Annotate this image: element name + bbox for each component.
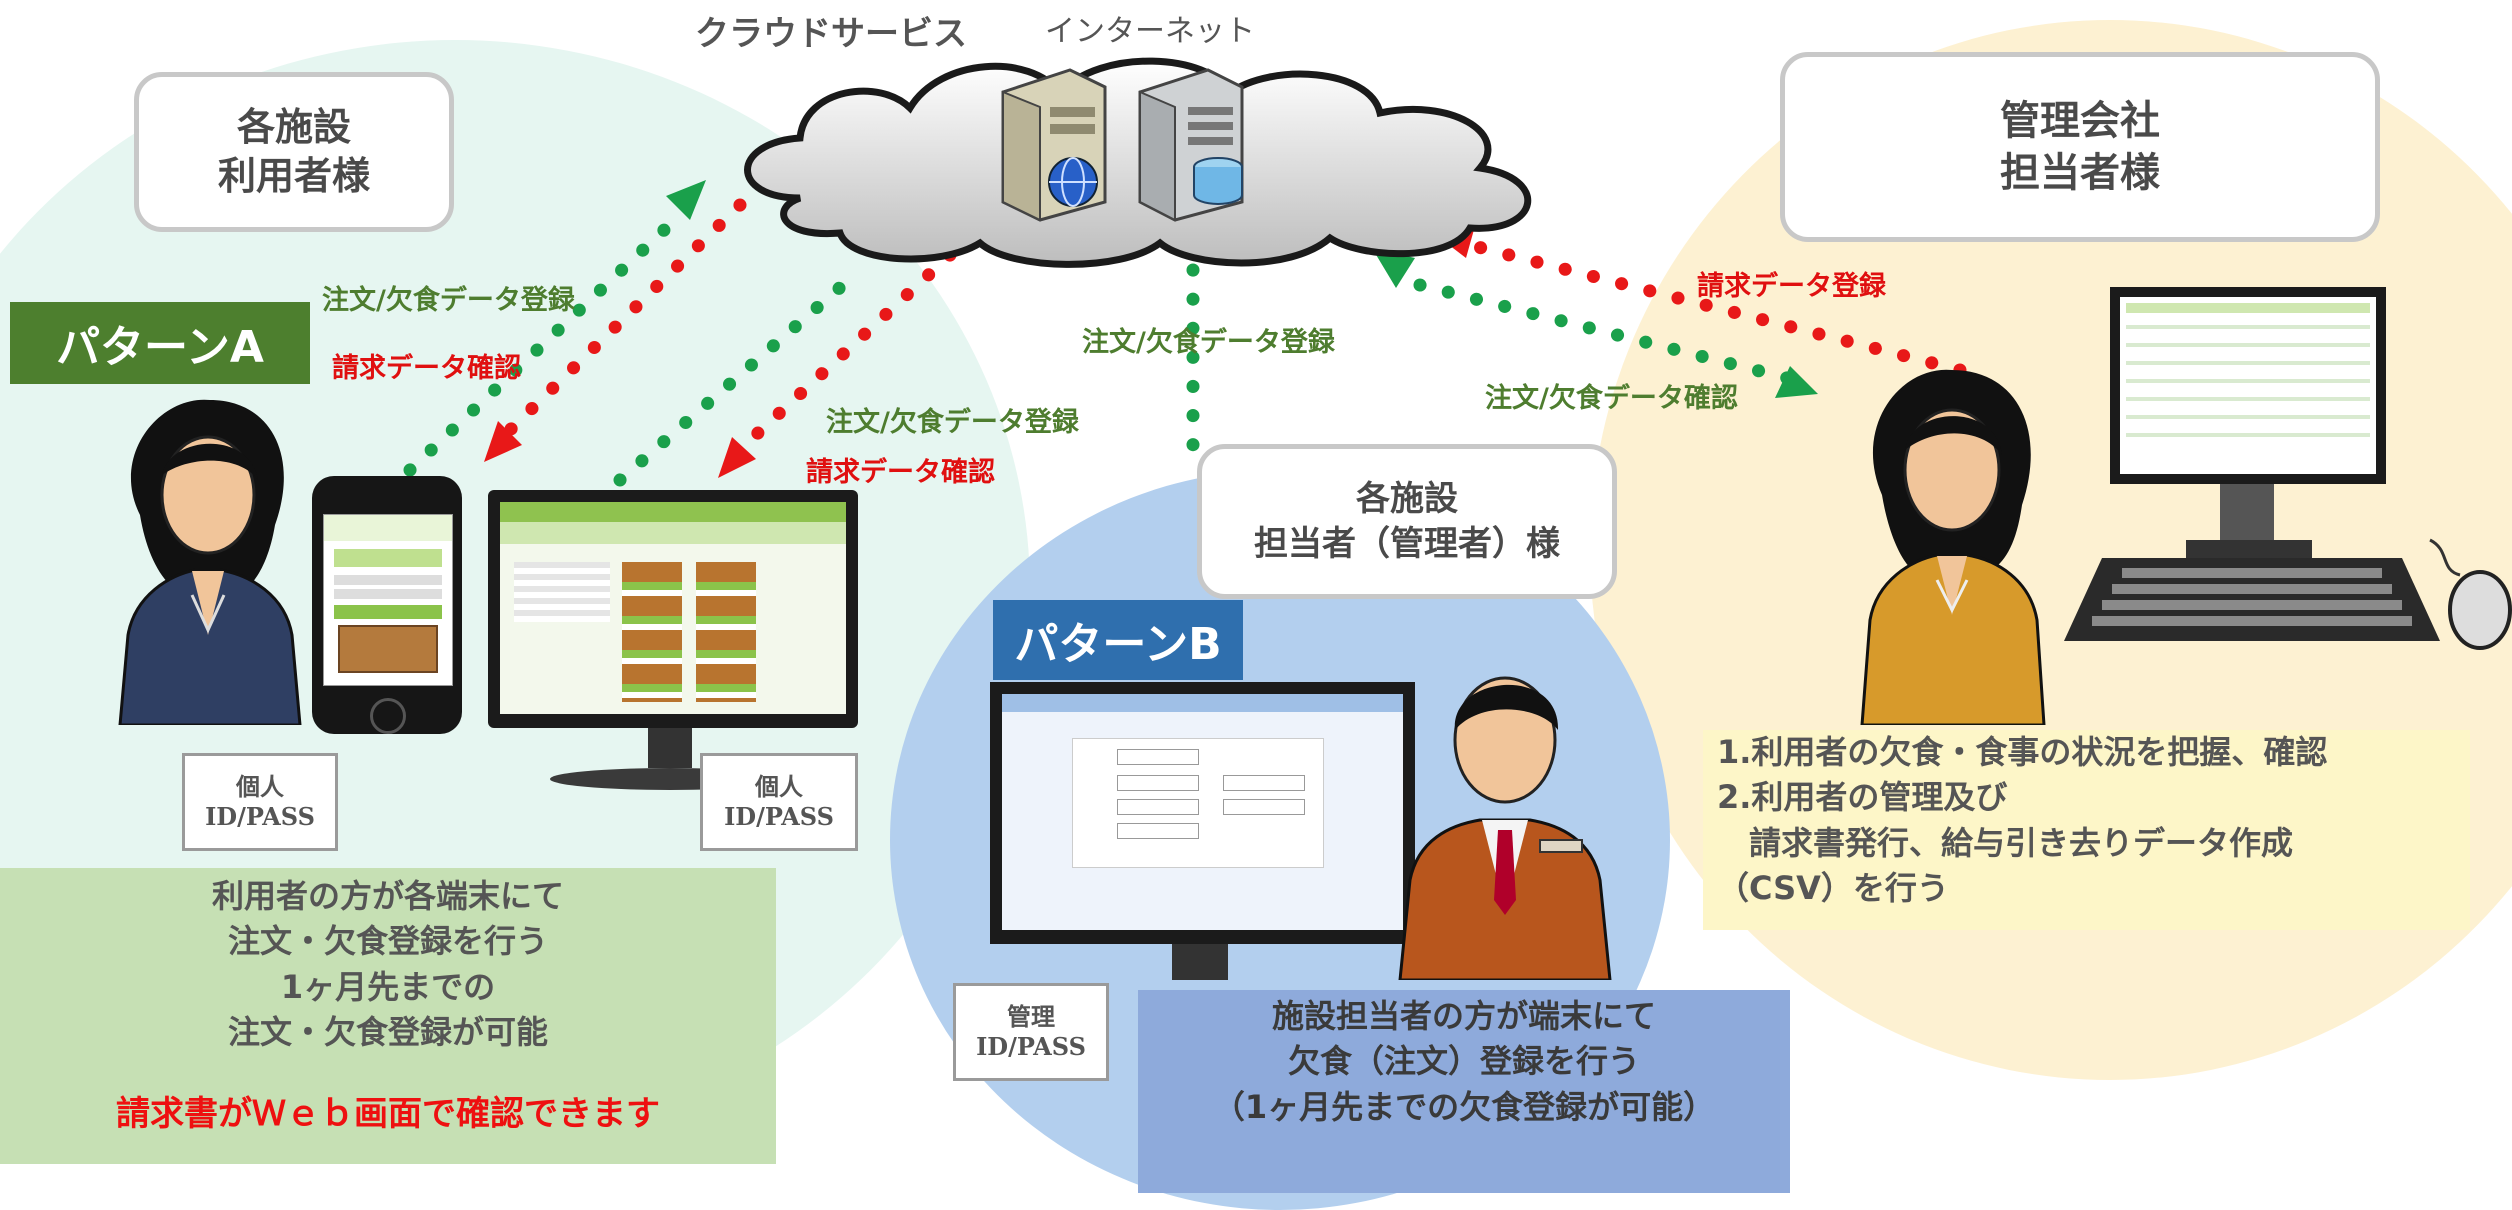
company-monitor-base bbox=[2186, 540, 2312, 560]
flow-green-phone bbox=[403, 208, 687, 477]
admin-monitor-stand bbox=[1172, 944, 1228, 980]
cloud-title: クラウドサービス bbox=[695, 14, 967, 54]
pattern-b-tag: パターンB bbox=[993, 600, 1243, 680]
flow-label-b-register: 注文/欠食データ登録 bbox=[1082, 327, 1335, 358]
person-woman-company-icon bbox=[1860, 369, 2046, 725]
arrowhead-green-phone bbox=[666, 180, 706, 220]
users-info-box: 利用者の方が各端末にて 注文・欠食登録を行う 1ヶ月先までの 注文・欠食登録が可… bbox=[0, 868, 776, 1164]
flow-label-a-register: 注文/欠食データ登録 bbox=[322, 285, 575, 316]
database-server-icon bbox=[1138, 68, 1244, 222]
person-man-icon bbox=[1398, 676, 1612, 980]
arrowhead-red-phone bbox=[484, 421, 522, 462]
flow-label-company-check: 注文/欠食データ確認 bbox=[1485, 383, 1738, 414]
flow-red-company bbox=[1463, 238, 1967, 377]
person-woman-icon bbox=[118, 399, 302, 725]
keyboard-icon bbox=[2064, 558, 2440, 641]
flow-green-pc bbox=[613, 263, 867, 487]
mouse-icon bbox=[2429, 538, 2512, 650]
company-monitor-icon bbox=[2110, 287, 2386, 484]
company-group-label: 管理会社担当者様 bbox=[1780, 52, 2380, 242]
admin-monitor-icon bbox=[990, 682, 1415, 944]
smartphone-icon bbox=[312, 476, 462, 734]
flow-red-phone bbox=[503, 198, 747, 437]
company-monitor-stand bbox=[2220, 484, 2274, 544]
flow-label-pc-invoice: 請求データ確認 bbox=[806, 457, 995, 488]
desktop-monitor-icon bbox=[488, 490, 858, 728]
cloud-subtitle: インターネット bbox=[1045, 14, 1255, 49]
flow-red-pc bbox=[738, 248, 957, 452]
facility-staff-group-label: 各施設担当者（管理者）様 bbox=[1197, 444, 1617, 599]
facility-info-box: 施設担当者の方が端末にて 欠食（注文）登録を行う （1ヶ月先までの欠食登録が可能… bbox=[1138, 990, 1790, 1193]
flow-label-pc-register: 注文/欠食データ登録 bbox=[826, 407, 1079, 438]
cloud-icon bbox=[744, 57, 1532, 268]
flow-label-a-invoice: 請求データ確認 bbox=[332, 353, 521, 384]
monitor-stand bbox=[648, 728, 692, 768]
users-info-highlight: 請求書がＷｅｂ画面で確認できます bbox=[116, 1093, 660, 1134]
flow-label-company-invoice: 請求データ登録 bbox=[1697, 271, 1886, 302]
arrowhead-green-b-top bbox=[1372, 248, 1415, 288]
pattern-a-tag: パターンA bbox=[10, 302, 310, 384]
arrowhead-red-pc bbox=[718, 437, 756, 478]
users-group-label: 各施設利用者様 bbox=[134, 72, 454, 232]
arrowhead-green-company bbox=[1775, 366, 1818, 398]
flow-green-company bbox=[1413, 278, 1802, 387]
web-server-icon bbox=[1001, 68, 1107, 222]
company-info-box: 1.利用者の欠食・食事の状況を把握、確認 2.利用者の管理及び 請求書発行、給与… bbox=[1703, 730, 2470, 930]
